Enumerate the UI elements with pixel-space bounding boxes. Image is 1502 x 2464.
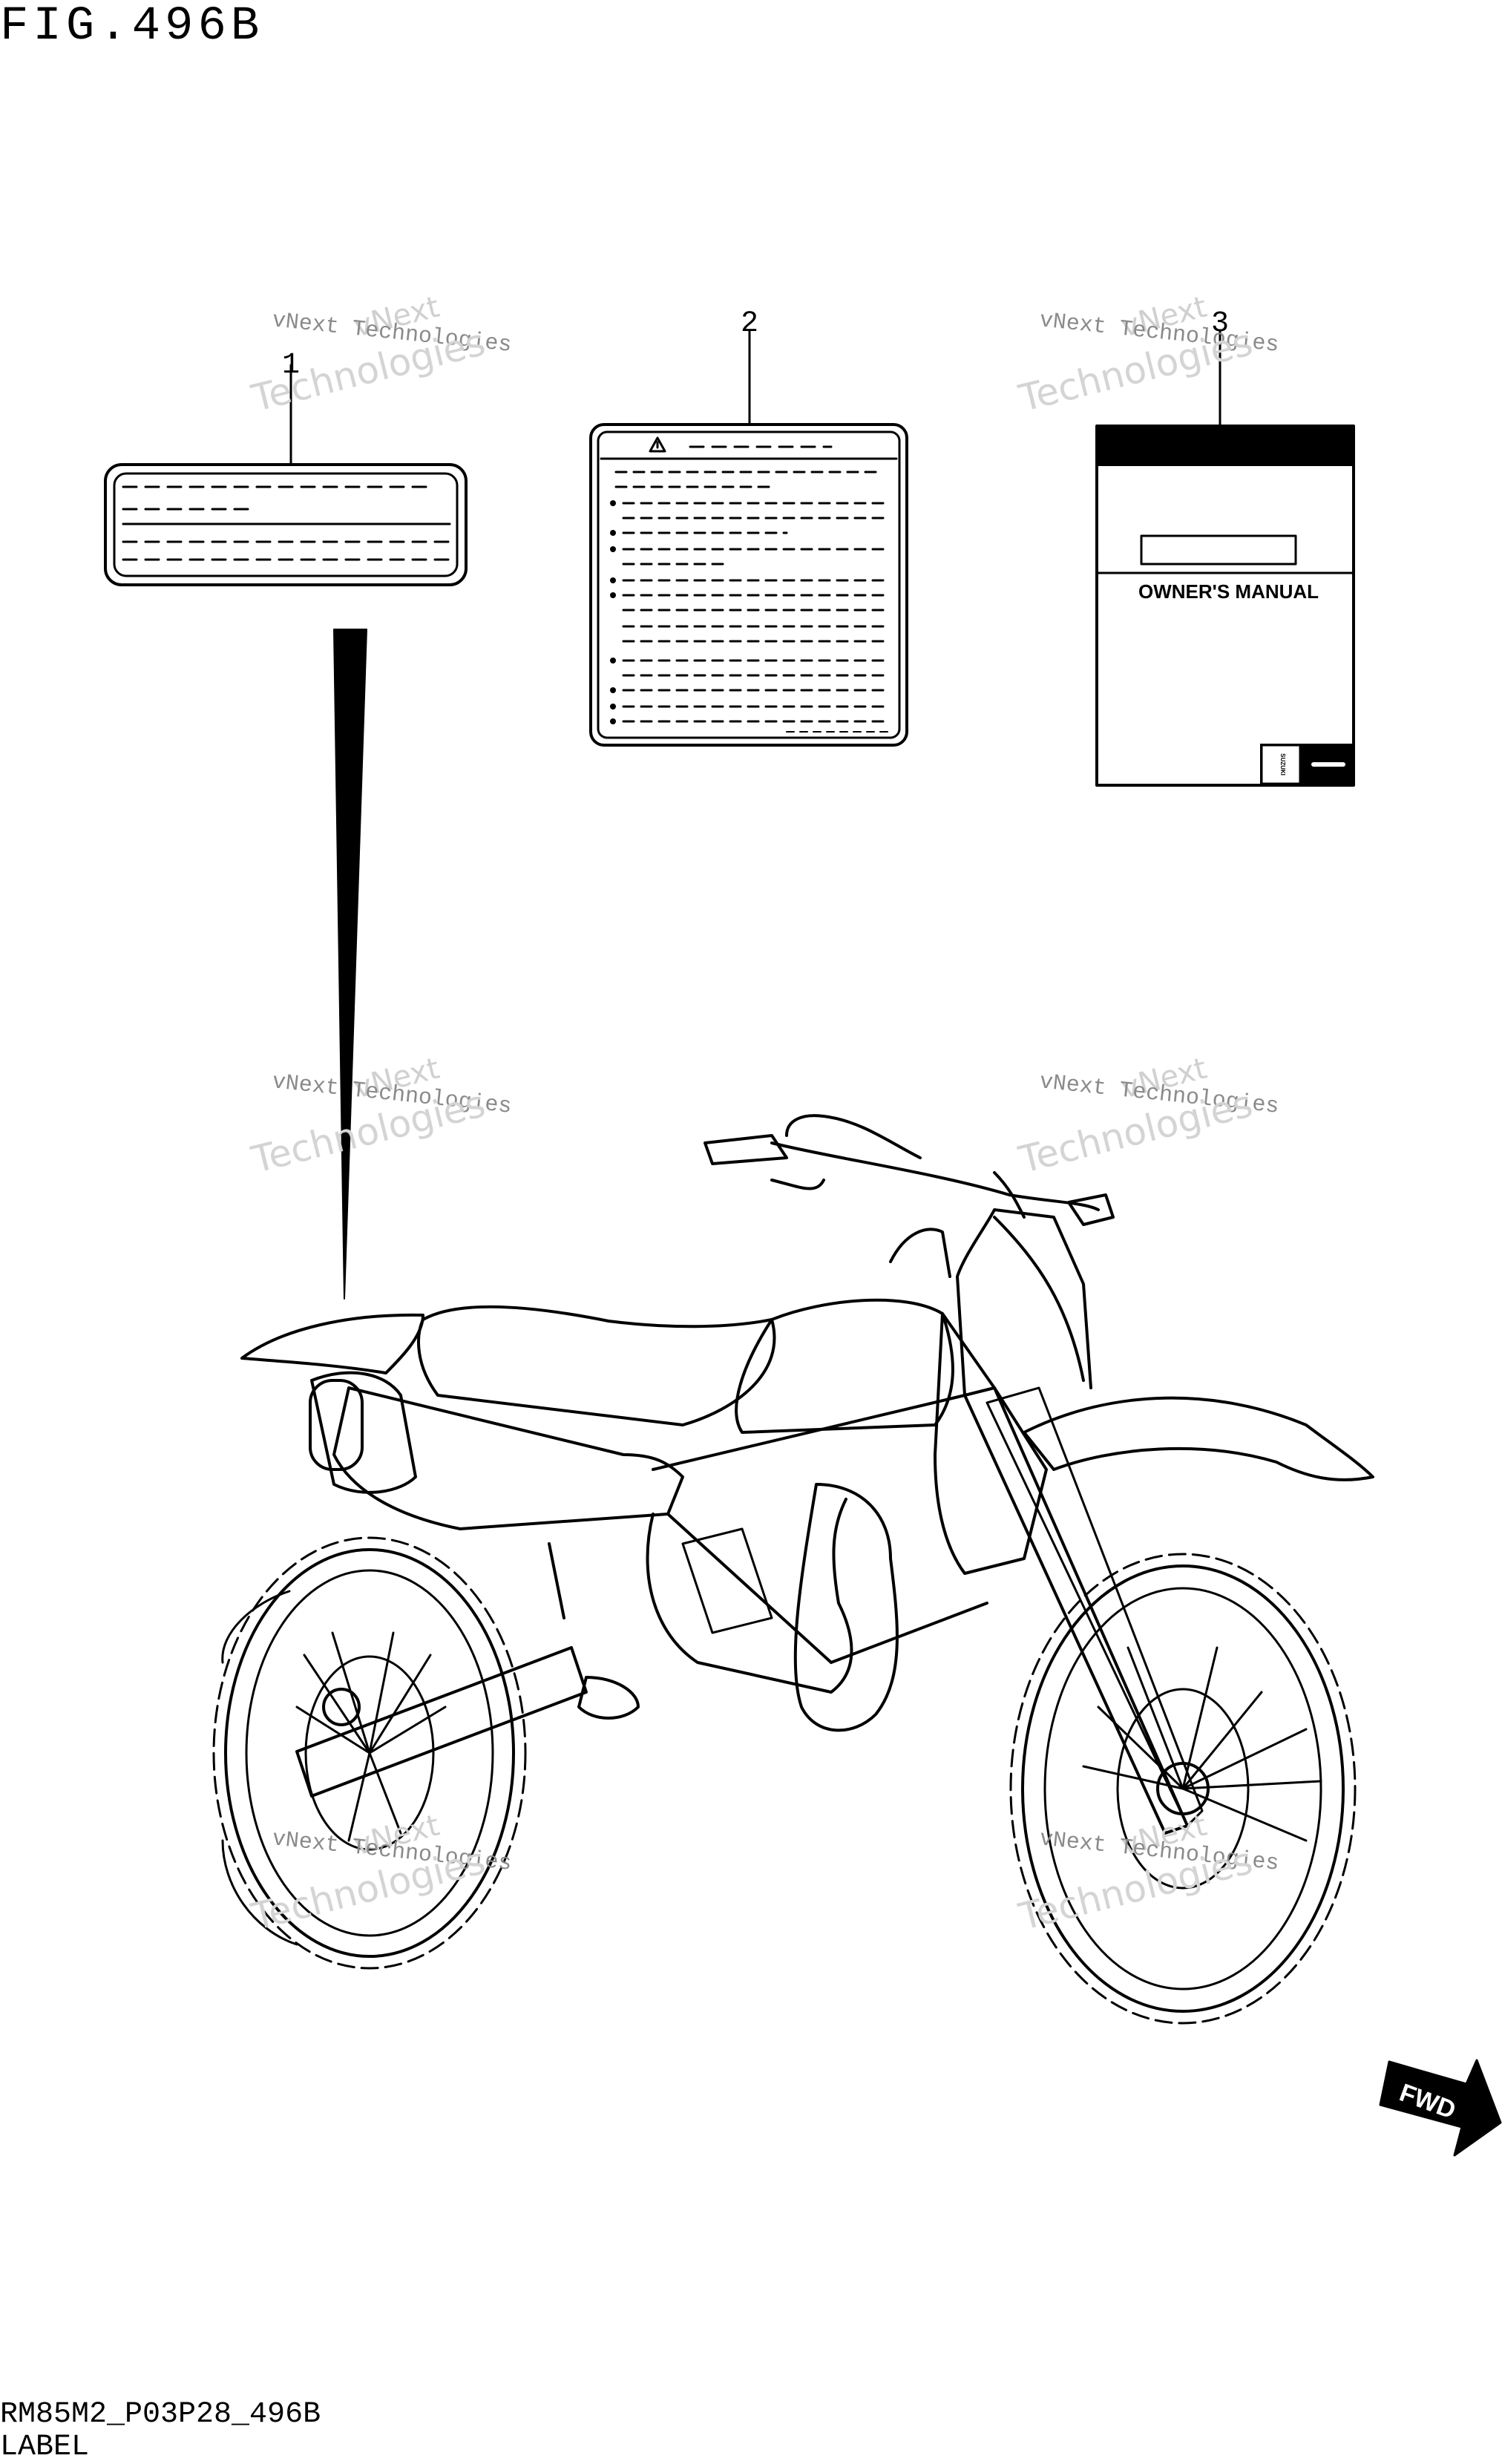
motorcycle-illustration <box>212 1114 1374 2025</box>
warning-triangle-icon <box>649 436 666 453</box>
label-2-bullets <box>610 500 616 724</box>
label-1-pointer <box>333 629 367 1300</box>
figure-code: RM85M2_P03P28_496B <box>0 2398 321 2431</box>
owners-manual <box>1095 425 1355 787</box>
callout-1-number: 1 <box>282 349 300 382</box>
figure-title: FIG.496B <box>0 0 264 53</box>
label-2 <box>589 423 908 747</box>
fwd-arrow-icon <box>1379 2059 1502 2157</box>
callout-3-number: 3 <box>1211 307 1229 341</box>
label-1 <box>104 463 468 586</box>
manual-brand-mark: SUZUKI <box>1279 753 1286 776</box>
figure-caption: LABEL <box>0 2431 90 2464</box>
callout-2-number: 2 <box>741 307 758 341</box>
manual-cover-text: OWNER'S MANUAL <box>1138 580 1319 603</box>
